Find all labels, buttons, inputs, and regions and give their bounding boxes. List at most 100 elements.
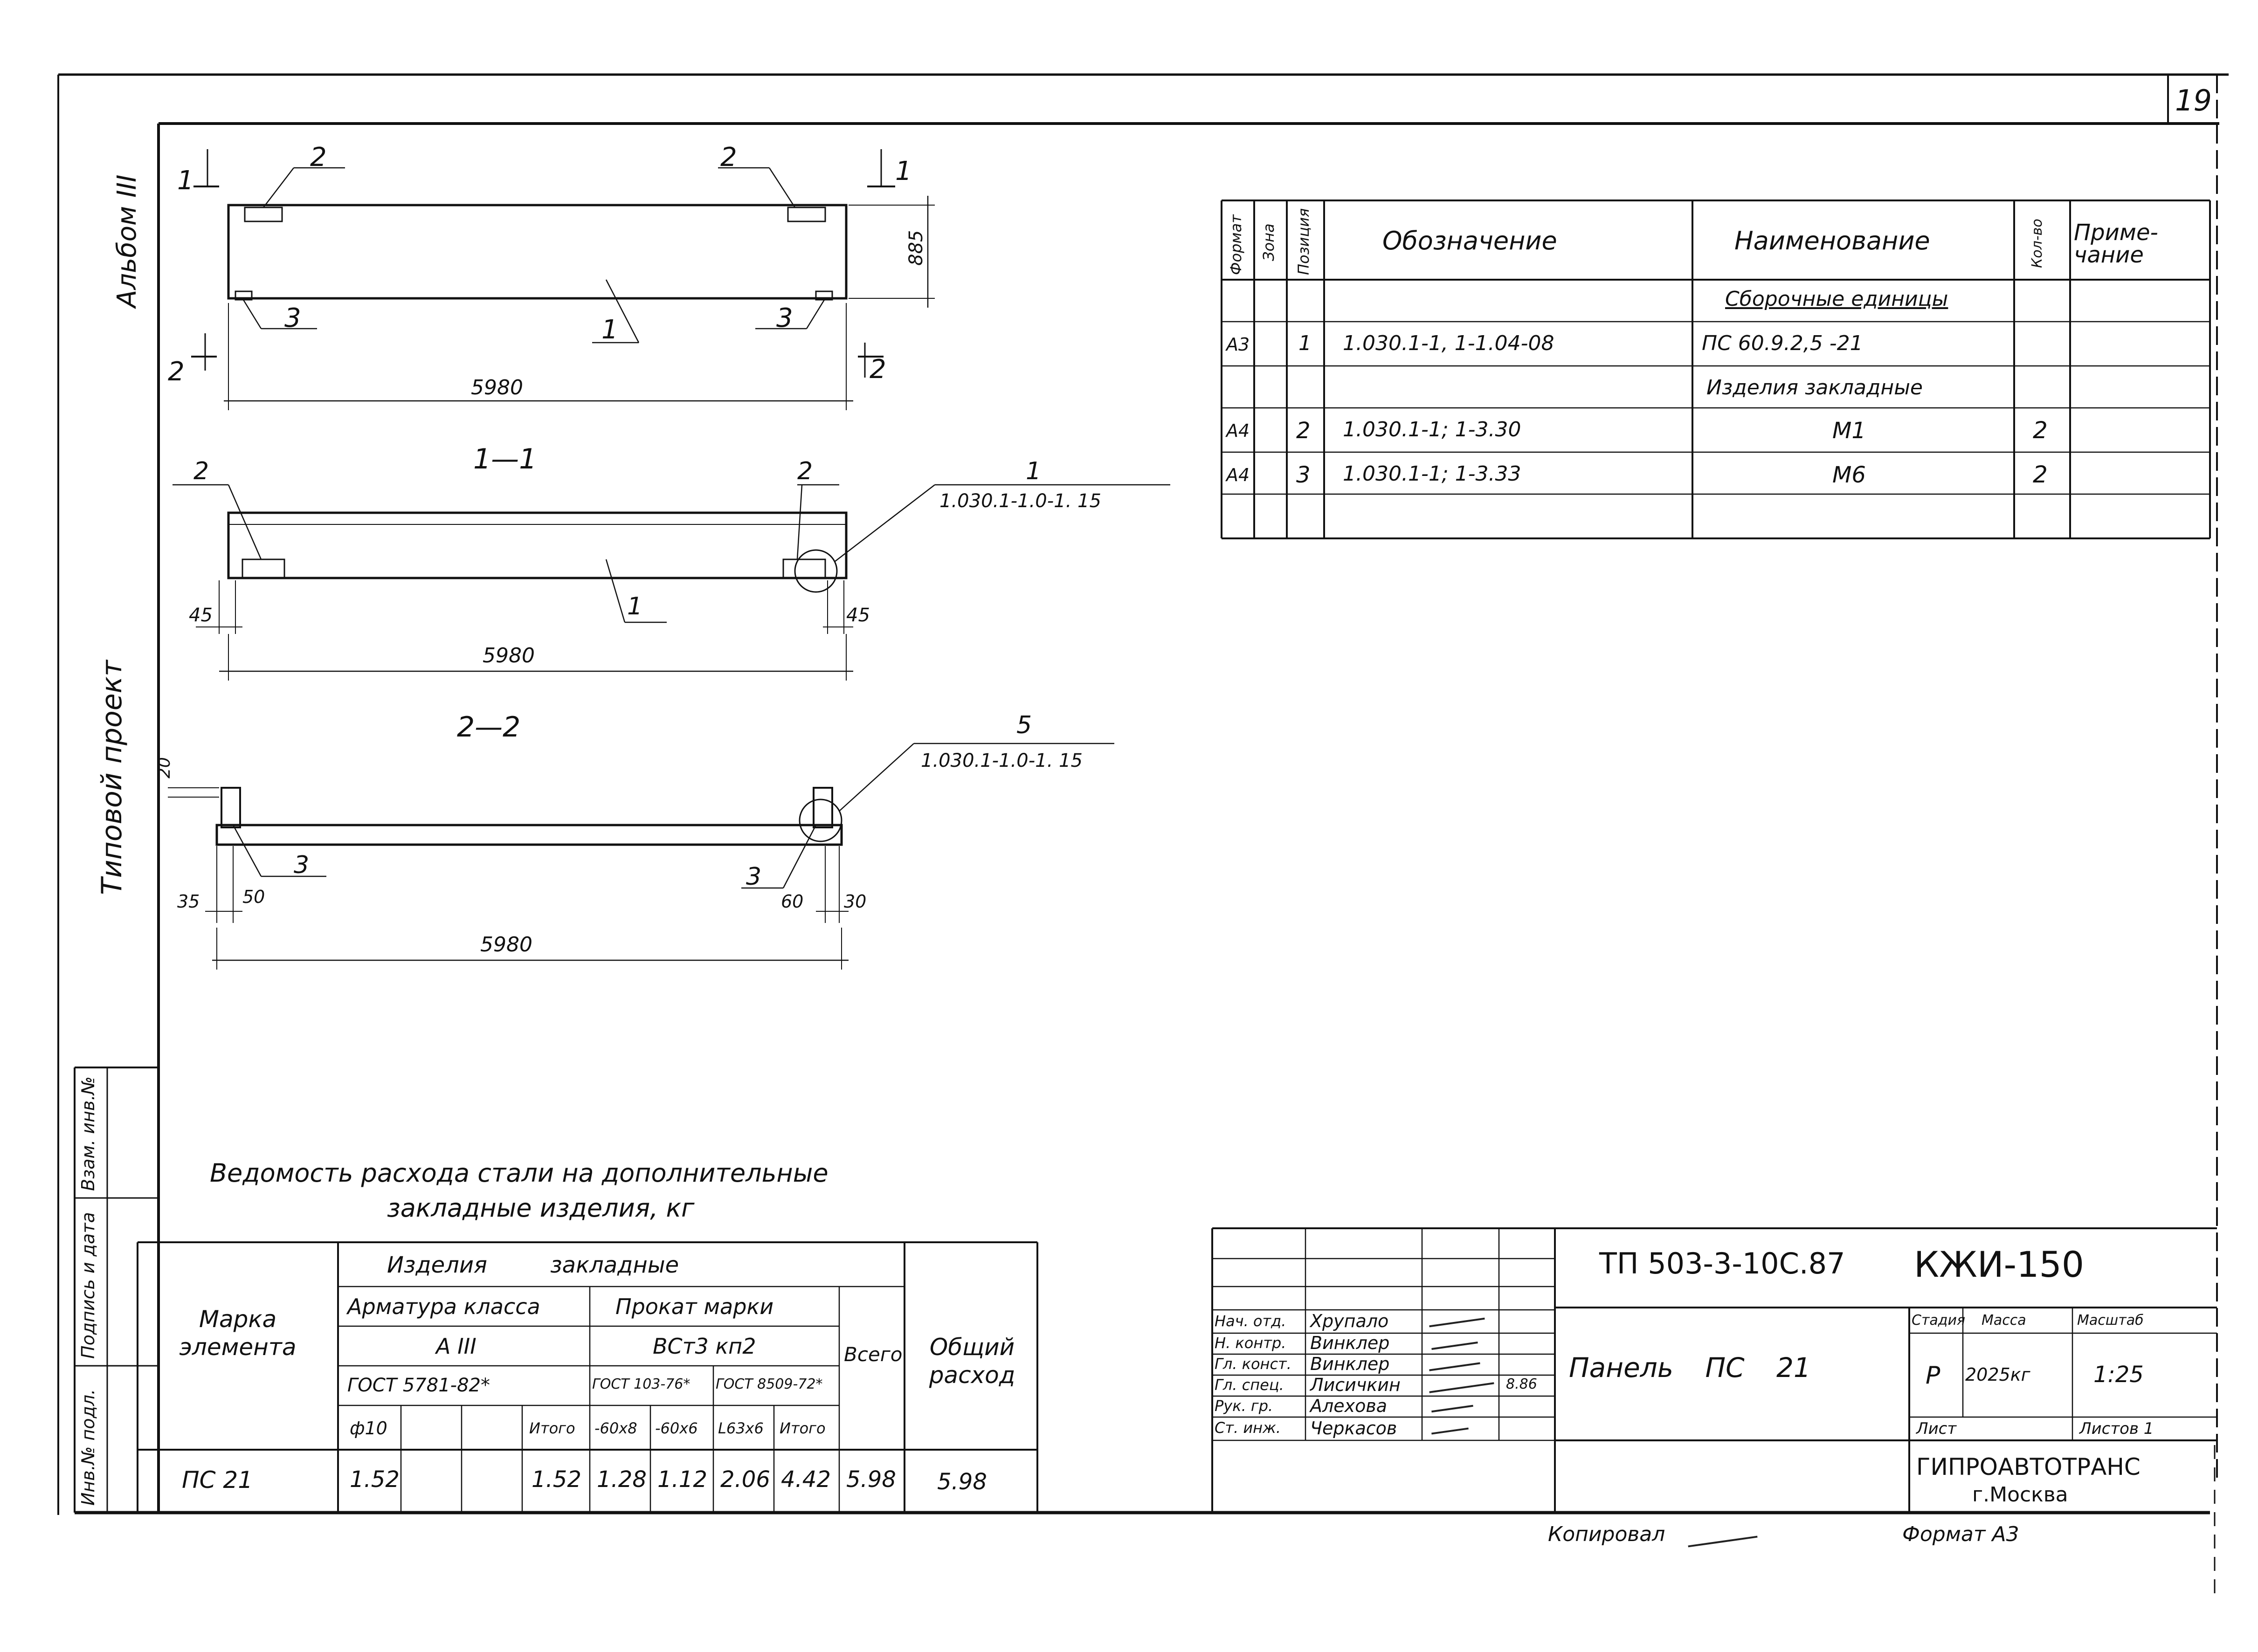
steel-row-overall: 5.98 <box>937 1469 987 1495</box>
steel-header-rolled: Прокат марки <box>615 1294 774 1319</box>
steel-sub-header-4: -60x8 <box>594 1419 637 1437</box>
steel-table-title-line-1: Ведомость расхода стали на дополнительны… <box>210 1158 829 1188</box>
album-label: Альбом III <box>112 174 142 308</box>
title-role-0: Нач. отд. <box>1215 1312 1286 1330</box>
steel-sub-header-7: Итого <box>780 1419 826 1437</box>
stamp-inv-podl: Инв.№ подл. <box>78 1389 98 1506</box>
section-1-length-dimension: 5980 <box>483 644 535 668</box>
title-mass-value: 2025кг <box>1965 1364 2030 1385</box>
steel-header-rebar-class: А III <box>436 1334 476 1359</box>
title-sheets-label: Листов 1 <box>2079 1419 2154 1438</box>
section-2-title: 2—2 <box>457 711 521 743</box>
section-2-top-offset: 20 <box>155 757 174 778</box>
section-1-title: 1—1 <box>473 443 537 475</box>
plan-position-3-left: 3 <box>284 303 301 333</box>
steel-header-rebar-gost: ГОСТ 5781-82* <box>347 1375 490 1396</box>
footer-copied: Копировал <box>1548 1522 1665 1546</box>
plan-position-2-left: 2 <box>310 142 327 172</box>
project-label: Типовой проект <box>96 660 128 895</box>
title-scale-value: 1:25 <box>2093 1362 2144 1388</box>
title-date-note: 8.86 <box>1506 1376 1537 1392</box>
title-name-5: Черкасов <box>1310 1418 1397 1439</box>
section-1-left-offset: 45 <box>189 605 213 626</box>
spec-row-1-name: ПС 60.9.2,5 -21 <box>1702 331 1863 355</box>
title-role-2: Гл. конст. <box>1215 1355 1291 1373</box>
steel-header-mark: Марка элемента <box>179 1306 297 1361</box>
section-1-position-2-left: 2 <box>193 457 209 485</box>
spec-header-position: Позиция <box>1295 208 1312 275</box>
section-2-dim-35: 35 <box>177 891 200 912</box>
spec-row-3-qty: 2 <box>2033 417 2048 444</box>
steel-header-total: Всего <box>844 1343 903 1366</box>
section-2-dim-50: 50 <box>242 887 265 907</box>
title-stage-header: Стадия <box>1912 1312 1966 1328</box>
spec-header-qty: Кол-во <box>2029 219 2045 268</box>
section-2-callout-number: 5 <box>1016 711 1032 739</box>
spec-row-1-designation: 1.030.1-1, 1-1.04-08 <box>1343 331 1554 355</box>
steel-header-rebar: Арматура класса <box>347 1294 540 1319</box>
section-2-callout-ref: 1.030.1-1.0-1. 15 <box>921 750 1083 771</box>
section-2-position-3-right: 3 <box>746 863 762 891</box>
section-1-callout-ref: 1.030.1-1.0-1. 15 <box>939 490 1101 512</box>
spec-header-zone: Зона <box>1260 223 1277 261</box>
steel-header-rolled-grade: ВСт3 кп2 <box>653 1334 756 1359</box>
steel-row-value-7: 4.42 <box>781 1466 831 1493</box>
steel-sub-header-0: ф10 <box>350 1418 387 1439</box>
section-mark-1-right: 1 <box>895 156 912 186</box>
title-mass-header: Масса <box>1982 1312 2026 1328</box>
spec-row-2-name: Изделия закладные <box>1706 376 1923 399</box>
steel-header-gost-103: ГОСТ 103-76* <box>592 1376 691 1392</box>
title-organization: ГИПРОАВТОТРАНС <box>1916 1453 2141 1480</box>
spec-row-4-qty: 2 <box>2033 461 2048 488</box>
title-role-1: Н. контр. <box>1215 1334 1286 1352</box>
section-2-length-dimension: 5980 <box>480 933 532 957</box>
section-2-dim-60: 60 <box>781 891 804 912</box>
title-sheet-label: Лист <box>1916 1419 1957 1438</box>
steel-row-total: 5.98 <box>846 1466 896 1493</box>
spec-row-4-designation: 1.030.1-1; 1-3.33 <box>1343 462 1521 486</box>
plan-height-dimension: 885 <box>905 230 927 266</box>
steel-header-overall: Общий расход <box>929 1334 1015 1389</box>
steel-header-group: Изделия закладные <box>387 1252 679 1278</box>
title-item-name: Панель ПС 21 <box>1569 1352 1811 1384</box>
title-name-2: Винклер <box>1310 1354 1390 1374</box>
spec-row-3-name: М1 <box>1832 418 1866 444</box>
sheet-number: 19 <box>2175 83 2212 117</box>
title-role-5: Ст. инж. <box>1215 1419 1281 1437</box>
plan-position-2-right: 2 <box>720 142 737 172</box>
title-name-0: Хрупало <box>1310 1311 1389 1331</box>
plan-length-dimension: 5980 <box>471 376 523 399</box>
steel-row-value-4: 1.28 <box>597 1466 647 1493</box>
steel-row-value-5: 1.12 <box>657 1466 707 1493</box>
spec-header-name: Наименование <box>1734 226 1930 255</box>
title-name-4: Алехова <box>1310 1396 1388 1416</box>
plan-position-3-right: 3 <box>776 303 793 333</box>
section-1-callout-number: 1 <box>1026 457 1042 485</box>
spec-row-4-position: 3 <box>1296 462 1311 488</box>
stamp-vzam-inv: Взам. инв.№ <box>78 1076 98 1191</box>
steel-table-title-line-2: закладные изделия, кг <box>387 1193 695 1223</box>
spec-header-note: Приме-чание <box>2074 220 2158 268</box>
steel-row-value-3: 1.52 <box>532 1466 581 1493</box>
footer-format: Формат А3 <box>1902 1522 2019 1546</box>
title-stage-value: Р <box>1926 1362 1940 1390</box>
spec-row-3-position: 2 <box>1296 418 1311 444</box>
title-name-1: Винклер <box>1310 1333 1390 1353</box>
title-scale-header: Масштаб <box>2077 1312 2144 1328</box>
section-1-position-1: 1 <box>627 592 643 620</box>
section-1-position-2-right: 2 <box>797 457 813 485</box>
steel-row-value-6: 2.06 <box>720 1466 770 1493</box>
steel-row-mark: ПС 21 <box>182 1466 253 1494</box>
steel-header-gost-8509: ГОСТ 8509-72* <box>716 1376 823 1392</box>
section-2-dim-30: 30 <box>844 891 867 912</box>
spec-row-1-format: А3 <box>1226 334 1250 355</box>
spec-row-1-position: 1 <box>1298 331 1312 355</box>
spec-row-0-name: Сборочные единицы <box>1725 287 1948 311</box>
spec-row-3-format: А4 <box>1226 420 1250 441</box>
section-mark-1-left: 1 <box>177 165 194 196</box>
steel-row-value-0: 1.52 <box>350 1466 400 1493</box>
plan-position-1: 1 <box>601 315 618 345</box>
title-role-4: Рук. гр. <box>1215 1397 1273 1415</box>
spec-header-format: Формат <box>1227 214 1245 275</box>
